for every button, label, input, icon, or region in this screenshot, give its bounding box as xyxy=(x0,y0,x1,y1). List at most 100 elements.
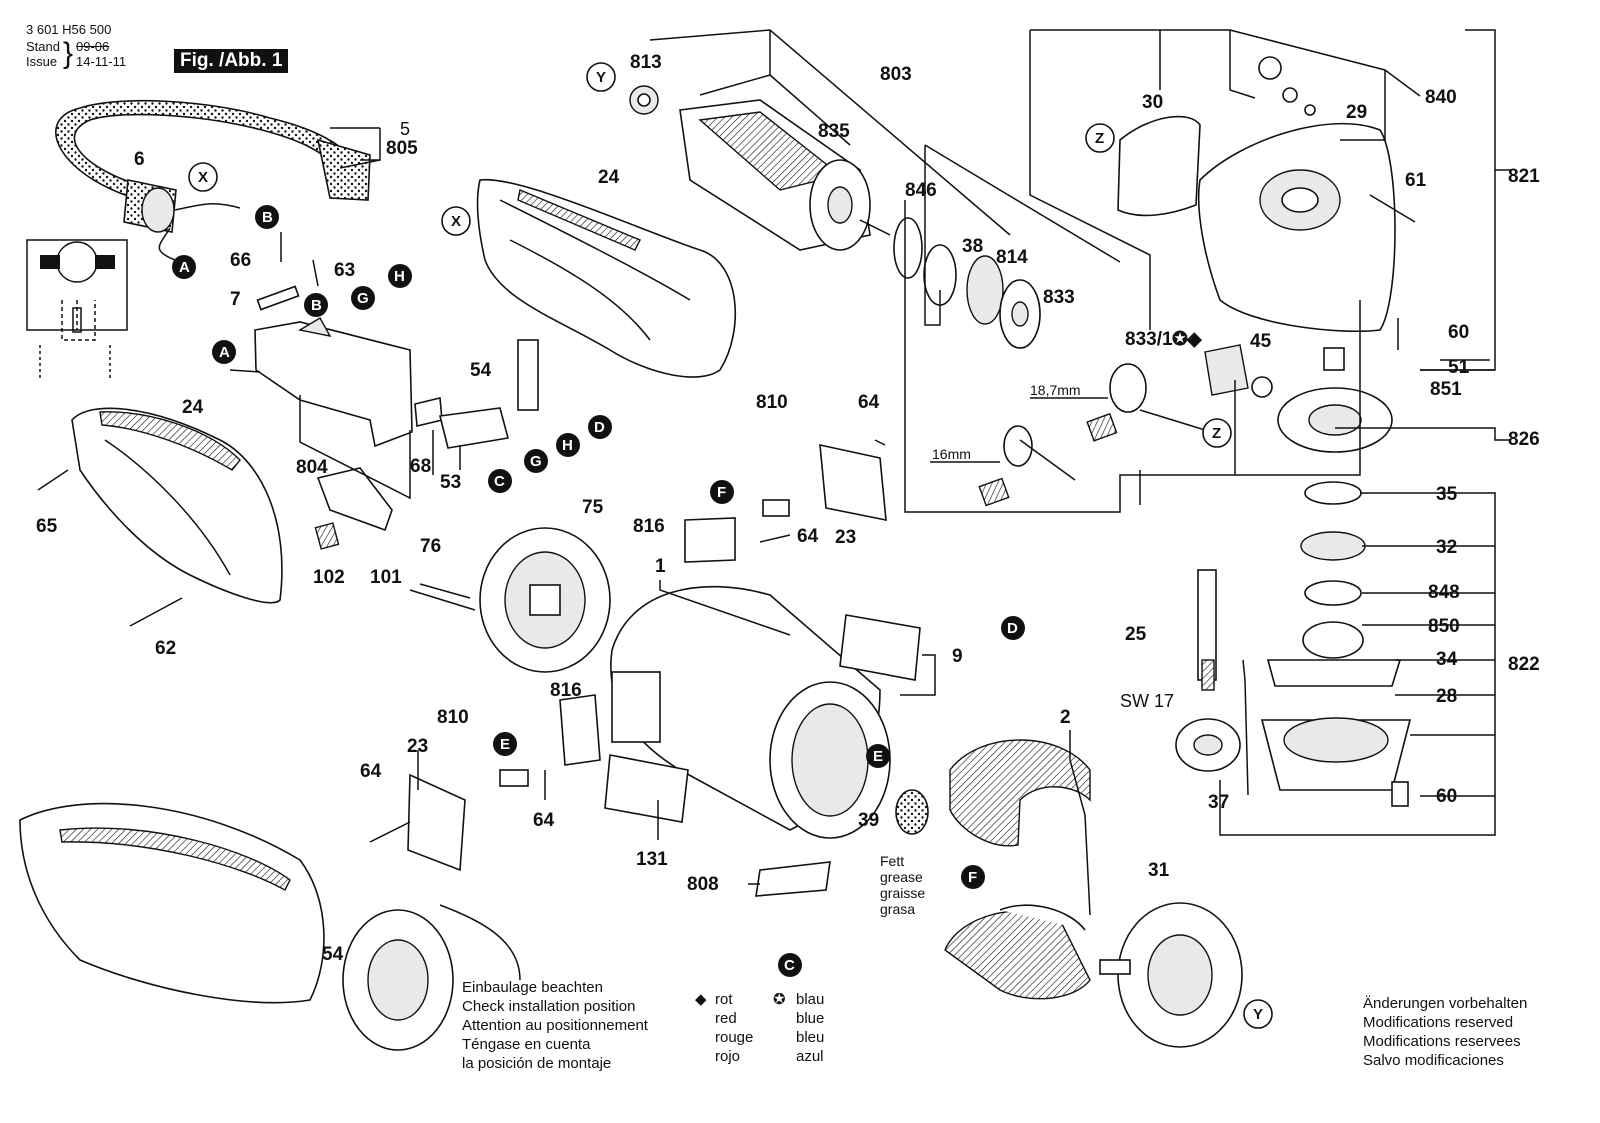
field-coil xyxy=(944,739,1091,1000)
red-marker-833-1-symbol: ◆ xyxy=(1186,329,1203,350)
part-label: 54 xyxy=(470,360,492,381)
part-label: 826 xyxy=(1508,429,1540,450)
part-label: 54 xyxy=(322,944,344,965)
part-label: 840 xyxy=(1425,87,1457,108)
part-label: 24 xyxy=(182,397,204,418)
part-label: 6 xyxy=(134,149,145,170)
installation-inset xyxy=(19,802,521,1051)
svg-text:graisse: graisse xyxy=(880,885,925,901)
part-label: 62 xyxy=(155,638,176,659)
part-label: 64 xyxy=(533,810,555,831)
part-label: 848 xyxy=(1428,582,1460,603)
part-label: 28 xyxy=(1436,686,1457,707)
part-label: 63 xyxy=(334,260,355,281)
part-label: 64 xyxy=(797,526,819,547)
part-label: 851 xyxy=(1430,379,1462,400)
part-label: 51 xyxy=(1448,357,1470,378)
part-label: 68 xyxy=(410,456,431,477)
housing-handle-bottom xyxy=(71,407,283,604)
part-label: 31 xyxy=(1148,860,1170,881)
connector-b: B xyxy=(311,297,322,314)
color-legend: ◆ rot red rouge rojo ✪ blau blue bleu az… xyxy=(695,991,824,1065)
part-label: 102 xyxy=(313,567,345,588)
part-label: 846 xyxy=(905,180,937,201)
switch-assembly xyxy=(254,285,509,550)
svg-text:grasa: grasa xyxy=(880,901,915,917)
svg-text:rojo: rojo xyxy=(715,1048,740,1065)
part-label: 25 xyxy=(1125,624,1147,645)
part-label: 38 xyxy=(962,236,983,257)
svg-text:bleu: bleu xyxy=(796,1029,824,1046)
connector-f: F xyxy=(717,484,726,501)
leader-lines xyxy=(229,29,1510,916)
svg-text:blue: blue xyxy=(796,1010,824,1027)
power-cord xyxy=(55,99,371,261)
ref-z: Z xyxy=(1212,425,1221,442)
grease-label: Fett grease graisse grasa xyxy=(880,853,925,917)
svg-text:Attention au positionnement: Attention au positionnement xyxy=(462,1017,649,1034)
stand-value: 09-06 xyxy=(76,39,110,54)
part-label: 833 xyxy=(1043,287,1075,308)
svg-text:red: red xyxy=(715,1010,737,1027)
part-label: 61 xyxy=(1405,170,1427,191)
svg-text:Änderungen vorbehalten: Änderungen vorbehalten xyxy=(1363,995,1527,1012)
connector-e: E xyxy=(873,748,883,765)
installation-note: Einbaulage beachten Check installation p… xyxy=(462,979,649,1072)
switch-schematic xyxy=(26,239,128,380)
part-label: 64 xyxy=(360,761,382,782)
connector-a: A xyxy=(179,259,190,276)
issue-value: 14-11-11 xyxy=(76,54,127,69)
svg-text:azul: azul xyxy=(796,1048,824,1065)
svg-text:rot: rot xyxy=(715,991,733,1008)
svg-text:Check installation position: Check installation position xyxy=(462,998,635,1015)
part-label: 101 xyxy=(370,567,402,588)
gear-housing xyxy=(1117,56,1416,371)
reference-markers: X X Y Z Z Y xyxy=(188,62,1273,1029)
part-label: 808 xyxy=(687,874,719,895)
part-label: 822 xyxy=(1508,654,1540,675)
part-label: 7 xyxy=(230,289,241,310)
svg-text:Fett: Fett xyxy=(880,853,904,869)
part-label: 835 xyxy=(818,121,850,142)
part-label: 75 xyxy=(582,497,604,518)
document-header: 3 601 H56 500 Stand Issue } 09-06 14-11-… xyxy=(26,22,127,70)
part-label: 60 xyxy=(1436,786,1457,807)
part-label: 833/1 xyxy=(1125,329,1173,350)
part-label: 64 xyxy=(858,392,880,413)
part-label: 1 xyxy=(655,556,666,577)
part-label: 23 xyxy=(407,736,428,757)
part-label: 37 xyxy=(1208,792,1229,813)
part-label: 66 xyxy=(230,250,251,271)
part-label: 76 xyxy=(420,536,441,557)
dimensions: 18,7mm 16mm xyxy=(930,382,1108,463)
connector-h: H xyxy=(562,437,573,454)
part-label: 804 xyxy=(296,457,328,478)
ref-x: X xyxy=(451,213,461,230)
housing-handle-top xyxy=(476,178,737,378)
part-label: 32 xyxy=(1436,537,1457,558)
part-labels: 813 803 835 846 38 814 833 833/1 30 29 8… xyxy=(36,52,1540,965)
part-label: 850 xyxy=(1428,616,1460,637)
fan-baffle xyxy=(409,527,611,673)
svg-text:Modifications reservees: Modifications reservees xyxy=(1363,1033,1521,1050)
svg-text:Einbaulage beachten: Einbaulage beachten xyxy=(462,979,603,996)
svg-text:rouge: rouge xyxy=(715,1029,753,1046)
part-label: 810 xyxy=(437,707,469,728)
part-label: 816 xyxy=(550,680,582,701)
bearing-flange xyxy=(1099,902,1243,1048)
document-number: 3 601 H56 500 xyxy=(26,22,112,37)
connector-a: A xyxy=(219,344,230,361)
ref-y: Y xyxy=(1253,1006,1263,1023)
part-label: 65 xyxy=(36,516,58,537)
connector-f: F xyxy=(968,869,977,886)
svg-text:grease: grease xyxy=(880,869,923,885)
part-label: 813 xyxy=(630,52,662,73)
connector-g: G xyxy=(357,290,369,307)
svg-text:blau: blau xyxy=(796,991,824,1008)
connector-c: C xyxy=(784,957,795,974)
issue-label: Issue xyxy=(26,54,58,69)
spindle-column xyxy=(1175,387,1412,807)
screws xyxy=(37,232,886,843)
